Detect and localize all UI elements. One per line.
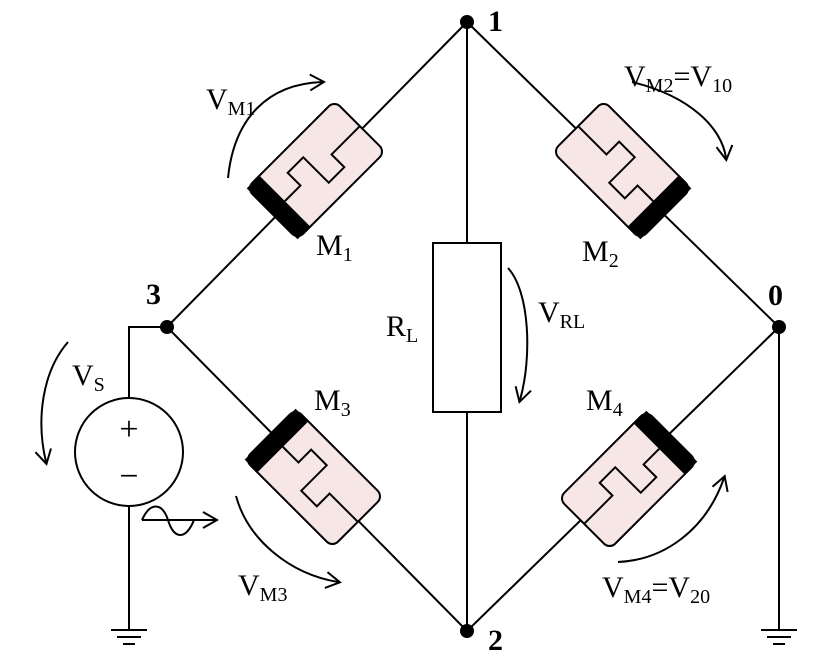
vs-label: VS xyxy=(72,359,105,396)
m3-label: M3 xyxy=(314,384,351,421)
vm1-label: VM1 xyxy=(206,83,255,120)
memristor-m2 xyxy=(551,99,693,241)
vm2-label: VM2=V10 xyxy=(624,60,732,97)
memristor-m4 xyxy=(557,409,699,551)
vm3-label: VM3 xyxy=(238,569,287,606)
ground-icon xyxy=(110,629,148,645)
source-minus-sign: − xyxy=(119,458,138,495)
node-2-label: 2 xyxy=(488,624,503,657)
node-0-dot xyxy=(772,320,786,334)
arrow-icon xyxy=(227,73,327,179)
arrow-icon xyxy=(617,474,729,563)
rl-label: RL xyxy=(386,310,418,347)
sine-wave-icon xyxy=(141,505,220,536)
arrow-icon xyxy=(507,267,532,404)
vrl-label: VRL xyxy=(538,296,585,333)
arrow-icon xyxy=(631,81,734,162)
resistor-rl xyxy=(432,242,502,413)
m2-label: M2 xyxy=(582,235,619,272)
arrow-icon xyxy=(235,495,342,589)
source-plus-sign: + xyxy=(119,411,138,448)
arrow-icon xyxy=(34,341,69,466)
ground-icon xyxy=(760,629,798,645)
m4-label: M4 xyxy=(586,384,623,421)
vm4-label: VM4=V20 xyxy=(602,571,710,608)
node-3-label: 3 xyxy=(146,278,161,311)
wire-3-to-source xyxy=(128,326,167,398)
m1-label: M1 xyxy=(316,229,353,266)
node-0-label: 0 xyxy=(768,279,783,312)
memristor-m1 xyxy=(245,99,387,241)
node-1-label: 1 xyxy=(488,5,503,38)
node-3-dot xyxy=(160,320,174,334)
node-2-dot xyxy=(460,624,474,638)
voltage-source: + − xyxy=(74,397,184,507)
node-1-dot xyxy=(460,15,474,29)
